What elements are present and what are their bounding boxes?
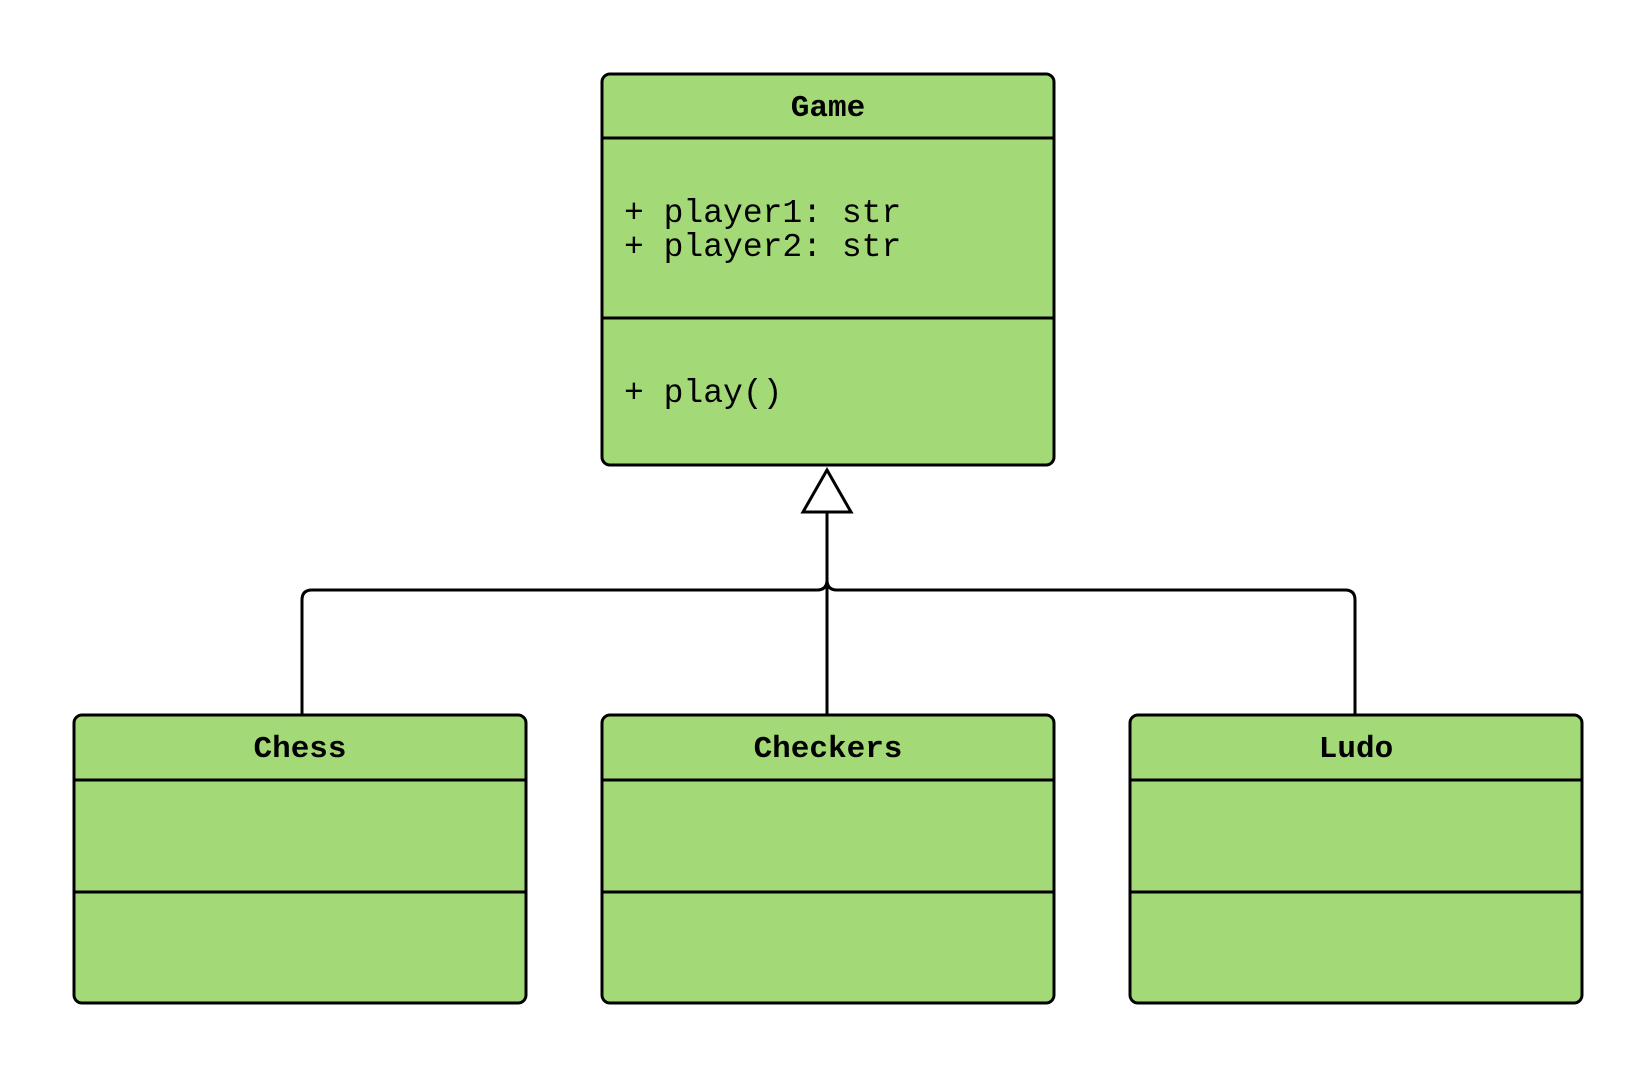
class-game-method-1: + play() xyxy=(624,375,782,412)
class-chess-name: Chess xyxy=(253,732,346,767)
class-checkers-box xyxy=(600,713,1056,1005)
class-checkers-name: Checkers xyxy=(754,732,903,767)
connector-ludo-to-game xyxy=(825,512,1357,714)
class-chess[interactable]: Chess xyxy=(72,713,528,1005)
class-game-name: Game xyxy=(791,91,865,126)
class-game-attribute-2: + player2: str xyxy=(624,229,901,266)
inheritance-connectors xyxy=(300,466,1357,714)
class-ludo-name: Ludo xyxy=(1319,732,1393,767)
generalization-arrowhead xyxy=(800,466,854,514)
class-game-box xyxy=(600,72,1056,467)
class-game-attribute-1: + player1: str xyxy=(624,195,901,232)
class-checkers[interactable]: Checkers xyxy=(600,713,1056,1005)
class-game[interactable]: Game + player1: str + player2: str + pla… xyxy=(600,72,1056,467)
class-chess-box xyxy=(72,713,528,1005)
class-ludo-box xyxy=(1128,713,1584,1005)
connector-chess-to-game xyxy=(300,512,829,714)
class-ludo[interactable]: Ludo xyxy=(1128,713,1584,1005)
